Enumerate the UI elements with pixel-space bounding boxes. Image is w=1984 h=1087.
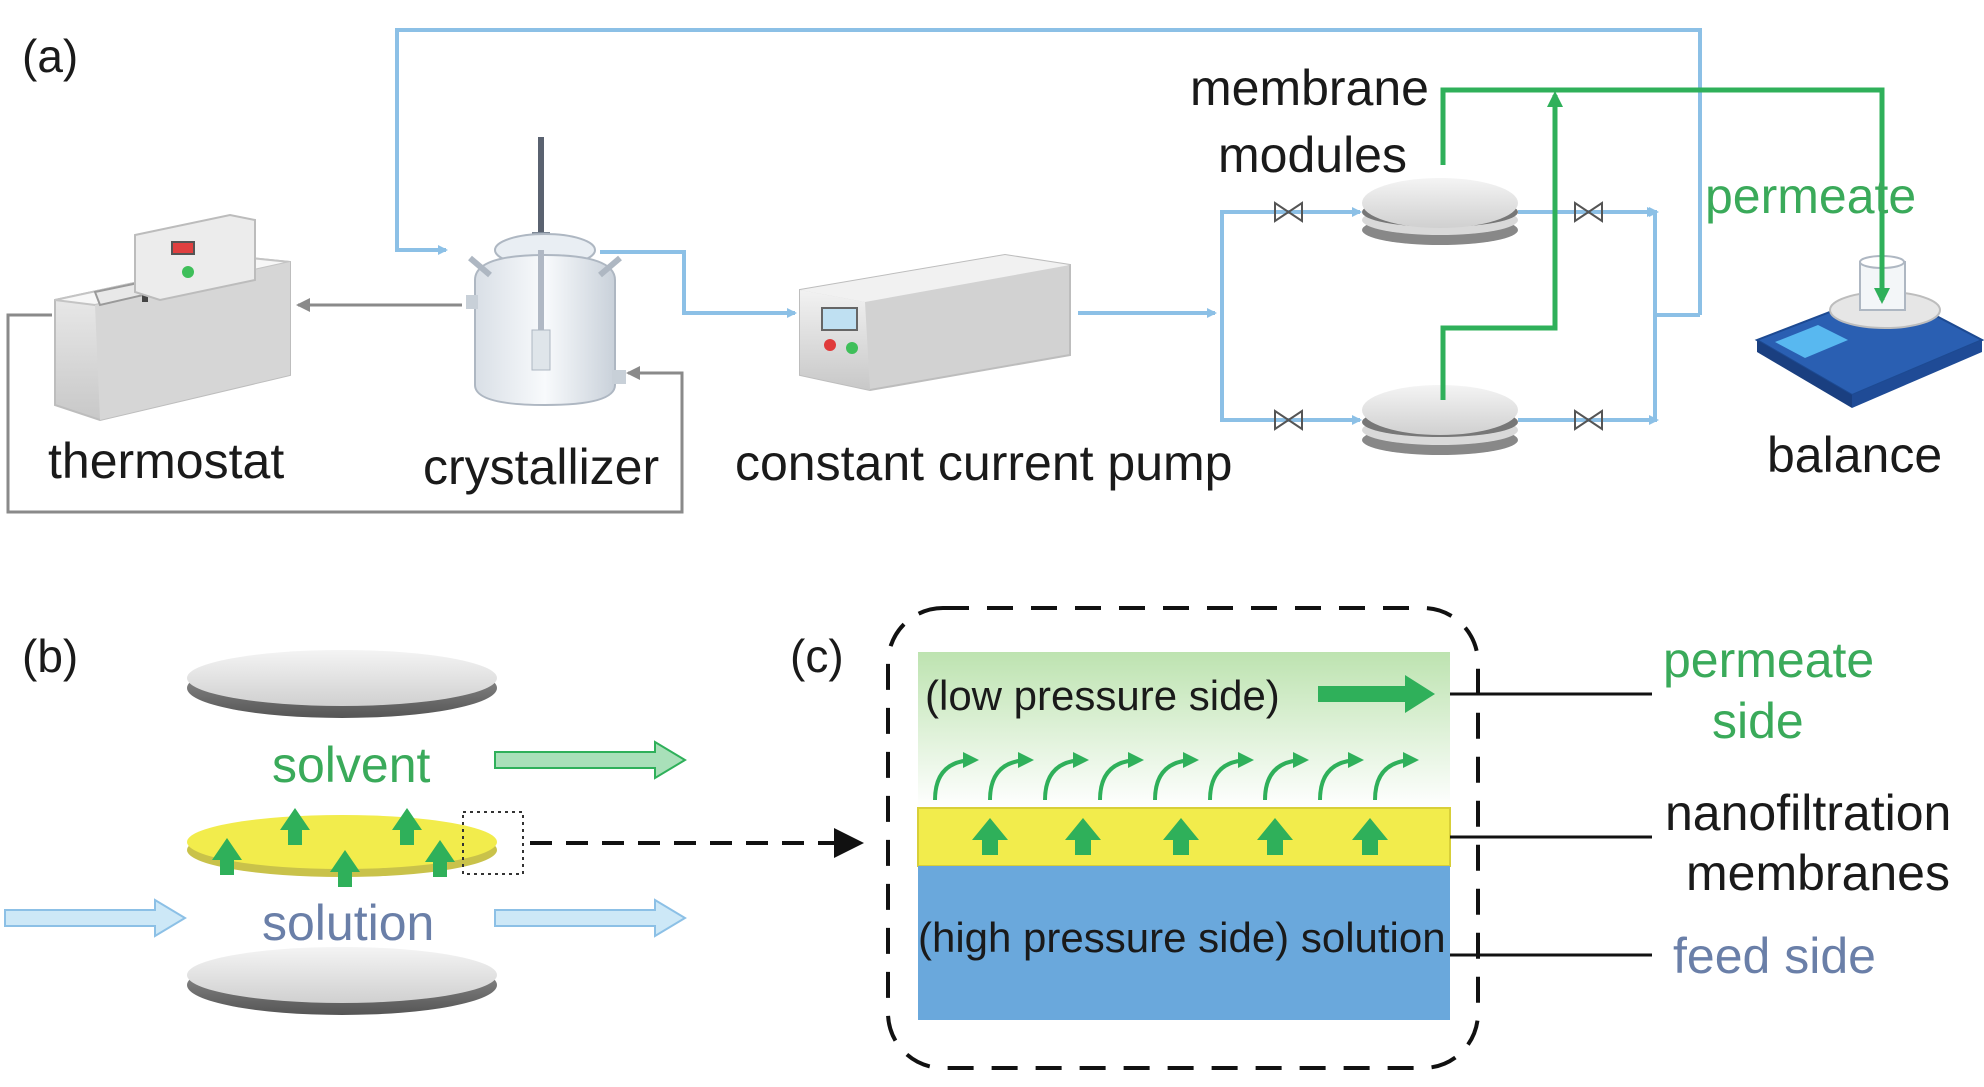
permeate-label: permeate bbox=[1705, 168, 1916, 224]
curved-permeate-arrows bbox=[933, 752, 1419, 801]
thermostat-device bbox=[54, 213, 291, 422]
solution-inlet-arrow bbox=[4, 898, 187, 938]
permeate-side-label-line2: side bbox=[1712, 693, 1804, 749]
membrane-cell-top-plate bbox=[187, 650, 497, 718]
balance-label: balance bbox=[1767, 427, 1942, 483]
panel-label-c: (c) bbox=[790, 630, 844, 682]
low-pressure-label: (low pressure side) bbox=[925, 672, 1280, 719]
thermostat-loop-lines bbox=[6, 298, 684, 514]
crystallizer-vessel bbox=[466, 137, 626, 407]
zoom-detail-frame bbox=[886, 606, 1480, 1070]
permeate-side-label-line1: permeate bbox=[1663, 632, 1874, 688]
membrane-module-bottom bbox=[1362, 385, 1518, 455]
nanofiltration-label-line2: membranes bbox=[1686, 845, 1950, 901]
permeate-flow-arrow bbox=[1318, 675, 1435, 713]
high-pressure-label: (high pressure side) solution bbox=[918, 914, 1446, 961]
feed-side-label: feed side bbox=[1673, 928, 1876, 984]
feed-zone bbox=[918, 866, 1450, 1020]
permeate-lines bbox=[1440, 87, 1890, 400]
constant-current-pump bbox=[799, 253, 1071, 392]
membrane-modules-label-line1: membrane bbox=[1190, 60, 1429, 116]
solution-label: solution bbox=[262, 895, 434, 951]
permeate-zone bbox=[918, 652, 1450, 808]
solvent-label: solvent bbox=[272, 737, 431, 793]
solvent-outlet-arrow bbox=[494, 740, 687, 780]
membrane-modules-label-line2: modules bbox=[1218, 127, 1407, 183]
membrane-module-top bbox=[1362, 178, 1518, 245]
feed-recycle-lines bbox=[395, 28, 1702, 425]
thermostat-label: thermostat bbox=[48, 433, 284, 489]
membrane-cell-bottom-plate bbox=[187, 947, 497, 1015]
panel-label-a: (a) bbox=[22, 30, 78, 82]
nanofiltration-label-line1: nanofiltration bbox=[1665, 785, 1951, 841]
panel-label-b: (b) bbox=[22, 630, 78, 682]
solvent-flux-arrows bbox=[212, 808, 455, 887]
pump-label: constant current pump bbox=[735, 435, 1233, 491]
leader-lines bbox=[1450, 692, 1652, 957]
balance-device bbox=[1754, 255, 1984, 408]
solution-outlet-arrow bbox=[494, 898, 687, 938]
valve-icons bbox=[1274, 201, 1603, 431]
crystallizer-label: crystallizer bbox=[423, 439, 659, 495]
zoom-box bbox=[462, 811, 524, 875]
membrane-flux-arrows bbox=[972, 818, 1388, 855]
